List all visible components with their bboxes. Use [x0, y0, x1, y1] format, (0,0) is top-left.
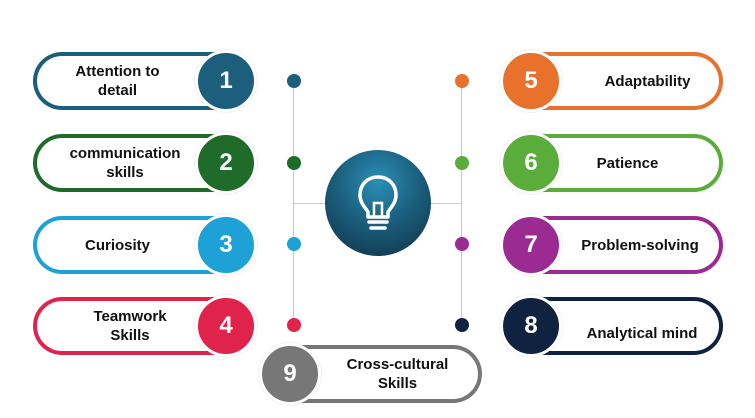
center-circle [325, 150, 431, 256]
item-5-number-badge: 5 [500, 50, 562, 112]
item-5-label-line1: Adaptability [604, 72, 691, 90]
item-8-frame [525, 297, 723, 355]
item-1-label-line1: Attention to [75, 63, 160, 80]
item-2-label: communication skills [55, 134, 195, 192]
item-7-number-badge: 7 [500, 214, 562, 276]
item-3-label-line1: Curiosity [84, 236, 150, 254]
item-2-label-line1: communication [69, 145, 181, 162]
item-8-label: Analytical mind [572, 304, 712, 362]
item-4-label: Teamwork Skills [60, 297, 200, 355]
item-3-number-badge: 3 [195, 214, 257, 276]
item-1-label: Attention to detail [50, 52, 185, 110]
item-3-label: Curiosity [50, 216, 185, 274]
item-9-label-line1: Cross-cultural [346, 356, 449, 373]
item-5-label: Adaptability [580, 52, 715, 110]
item-6-label-line1: Patience [596, 154, 659, 172]
item-4-connector-dot [287, 318, 301, 332]
item-1-connector-dot [287, 74, 301, 88]
item-7-label: Problem-solving [570, 216, 710, 274]
item-8-number-badge: 8 [500, 295, 562, 357]
item-3-connector-dot [287, 237, 301, 251]
item-2-connector-dot [287, 156, 301, 170]
item-2-number-badge: 2 [195, 132, 257, 194]
item-9-frame [290, 345, 482, 403]
item-9-label-line2: Skills [377, 375, 418, 392]
item-8-label-line1: Analytical mind [586, 324, 698, 342]
item-6-label: Patience [565, 134, 690, 192]
item-4-number-badge: 4 [195, 295, 257, 357]
item-6-connector-dot [455, 156, 469, 170]
item-5-connector-dot [455, 74, 469, 88]
item-7-label-line1: Problem-solving [581, 236, 699, 254]
item-9-label: Cross-cultural Skills [330, 345, 465, 403]
item-8-connector-dot [455, 318, 469, 332]
item-7-frame [525, 216, 723, 274]
item-6-number-badge: 6 [500, 132, 562, 194]
item-4-frame [33, 297, 228, 355]
item-1-label-line2: detail [97, 82, 138, 99]
item-1-number-badge: 1 [195, 50, 257, 112]
item-7-connector-dot [455, 237, 469, 251]
item-4-label-line2: Skills [110, 327, 150, 344]
item-2-label-line2: skills [106, 164, 144, 181]
lightbulb-icon [358, 175, 398, 230]
item-4-label-line1: Teamwork [93, 308, 167, 325]
item-9-number-badge: 9 [259, 343, 321, 405]
